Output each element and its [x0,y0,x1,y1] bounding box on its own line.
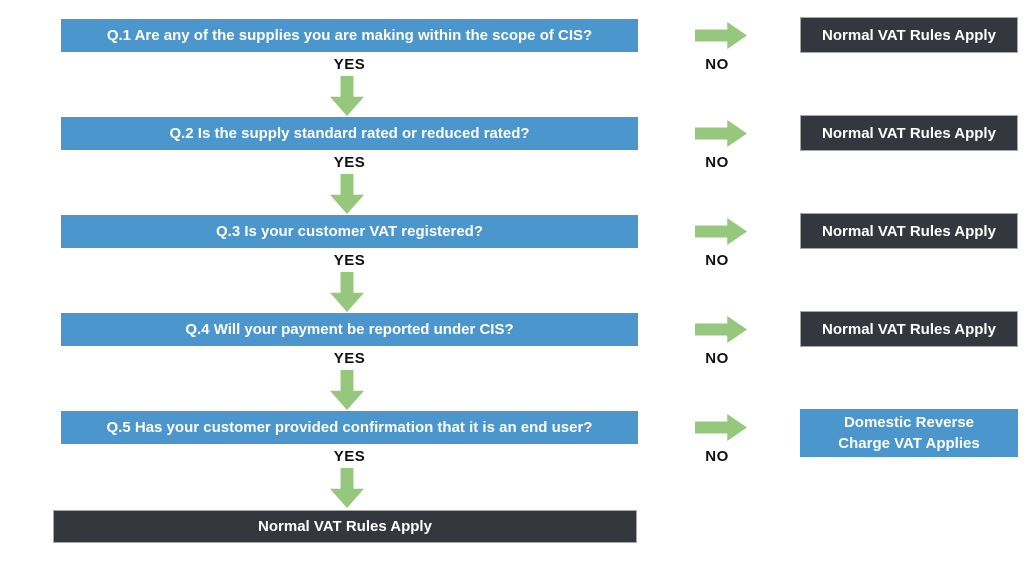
down-arrow-icon-5 [330,468,364,508]
question-box-3: Q.3 Is your customer VAT registered? [61,215,638,248]
flow-row-4: Q.4 Will your payment be reported under … [0,311,1024,411]
result-box-5-line-2: Charge VAT Applies [838,435,980,452]
result-box-2: Normal VAT Rules Apply [800,115,1018,151]
yes-label-1: YES [333,56,366,73]
right-arrow-icon-2 [695,120,747,147]
no-label-5: NO [705,448,729,465]
right-arrow-icon-4 [695,316,747,343]
down-arrow-icon-4 [330,370,364,410]
no-label-1: NO [705,56,729,73]
result-box-5: Domestic Reverse Charge VAT Applies [800,409,1018,457]
yes-label-4: YES [333,350,366,367]
no-label-3: NO [705,252,729,269]
result-box-4: Normal VAT Rules Apply [800,311,1018,347]
flow-row-1: Q.1 Are any of the supplies you are maki… [0,17,1024,117]
question-box-1: Q.1 Are any of the supplies you are maki… [61,19,638,52]
down-arrow-icon-2 [330,174,364,214]
right-arrow-icon-3 [695,218,747,245]
result-box-1: Normal VAT Rules Apply [800,17,1018,53]
right-arrow-icon-5 [695,414,747,441]
question-box-4: Q.4 Will your payment be reported under … [61,313,638,346]
result-box-5-line-1: Domestic Reverse [843,414,975,431]
question-box-2: Q.2 Is the supply standard rated or redu… [61,117,638,150]
result-box-3: Normal VAT Rules Apply [800,213,1018,249]
yes-label-5: YES [333,448,366,465]
no-label-4: NO [705,350,729,367]
question-box-5: Q.5 Has your customer provided confirmat… [61,411,638,444]
no-label-2: NO [705,154,729,171]
down-arrow-icon-3 [330,272,364,312]
yes-label-2: YES [333,154,366,171]
final-result-box: Normal VAT Rules Apply [53,510,637,543]
flow-row-2: Q.2 Is the supply standard rated or redu… [0,115,1024,215]
right-arrow-icon-1 [695,22,747,49]
flow-row-5: Q.5 Has your customer provided confirmat… [0,409,1024,509]
flow-row-3: Q.3 Is your customer VAT registered? YES… [0,213,1024,313]
yes-label-3: YES [333,252,366,269]
down-arrow-icon-1 [330,76,364,116]
